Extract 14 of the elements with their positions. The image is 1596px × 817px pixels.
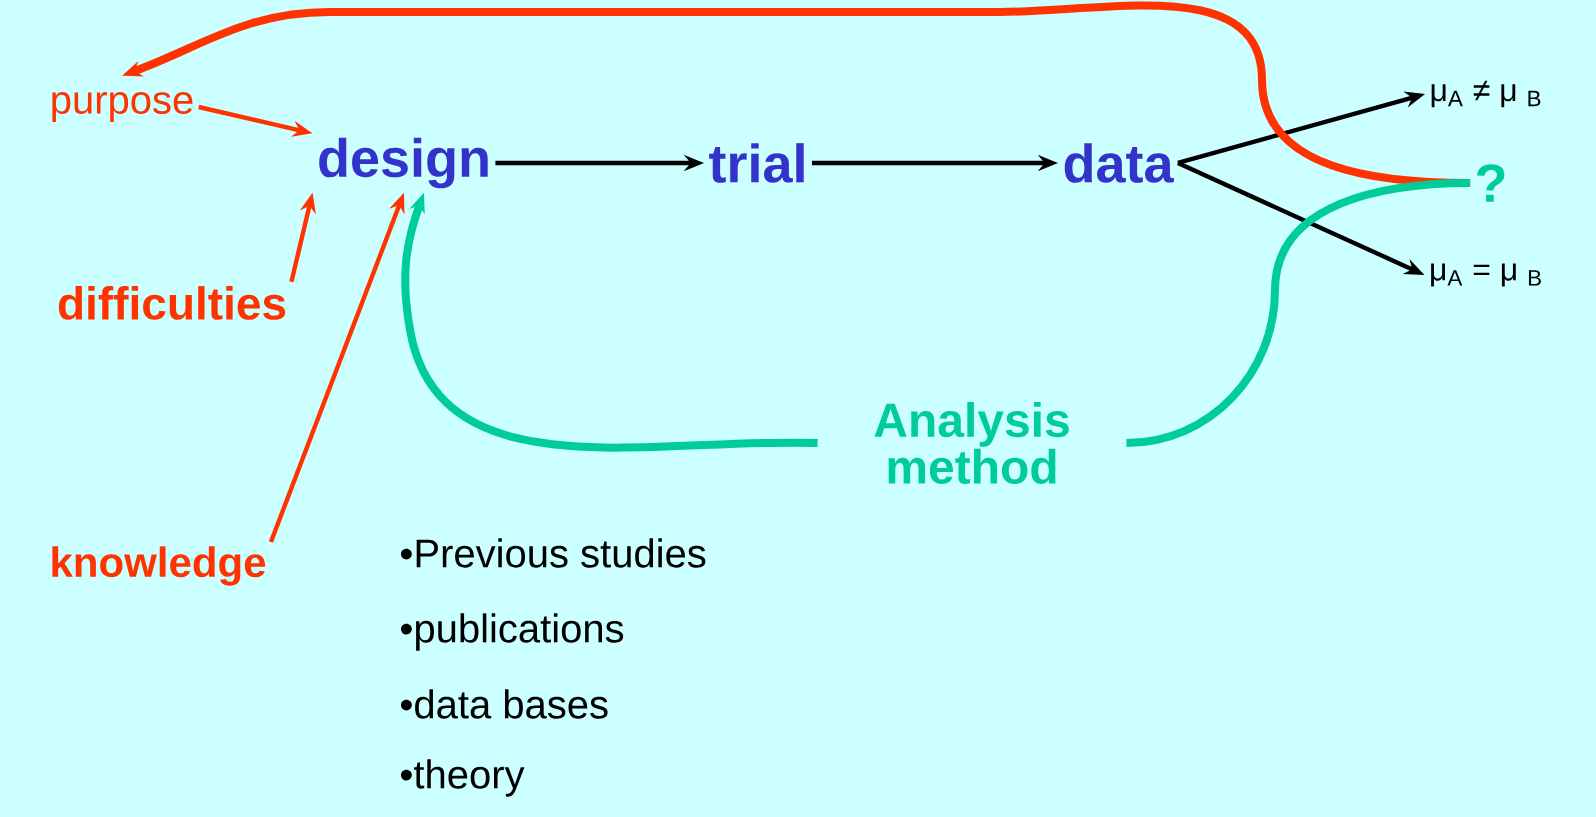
stage-word: data: [1064, 143, 1174, 183]
input-word: knowledge: [52, 546, 266, 586]
question-mark: ?: [1477, 164, 1505, 202]
input-word: difficulties: [58, 286, 286, 320]
stage-word: design: [319, 137, 488, 189]
bullet-item: •theory: [401, 759, 525, 797]
bullet-item: •data bases: [401, 689, 608, 719]
bullet-item: •publications: [401, 613, 624, 651]
method-word: Analysis method: [874, 402, 1069, 484]
hypothesis-formula: μ$_{A}$ = μ $_{B}$: [1431, 263, 1541, 287]
stage-word: trial: [709, 143, 804, 183]
bullet-item: •Previous studies: [401, 538, 706, 568]
input-word: purpose: [52, 92, 193, 122]
hypothesis-formula: μ$_{A}$ ≠ μ $_{B}$: [1431, 80, 1541, 108]
